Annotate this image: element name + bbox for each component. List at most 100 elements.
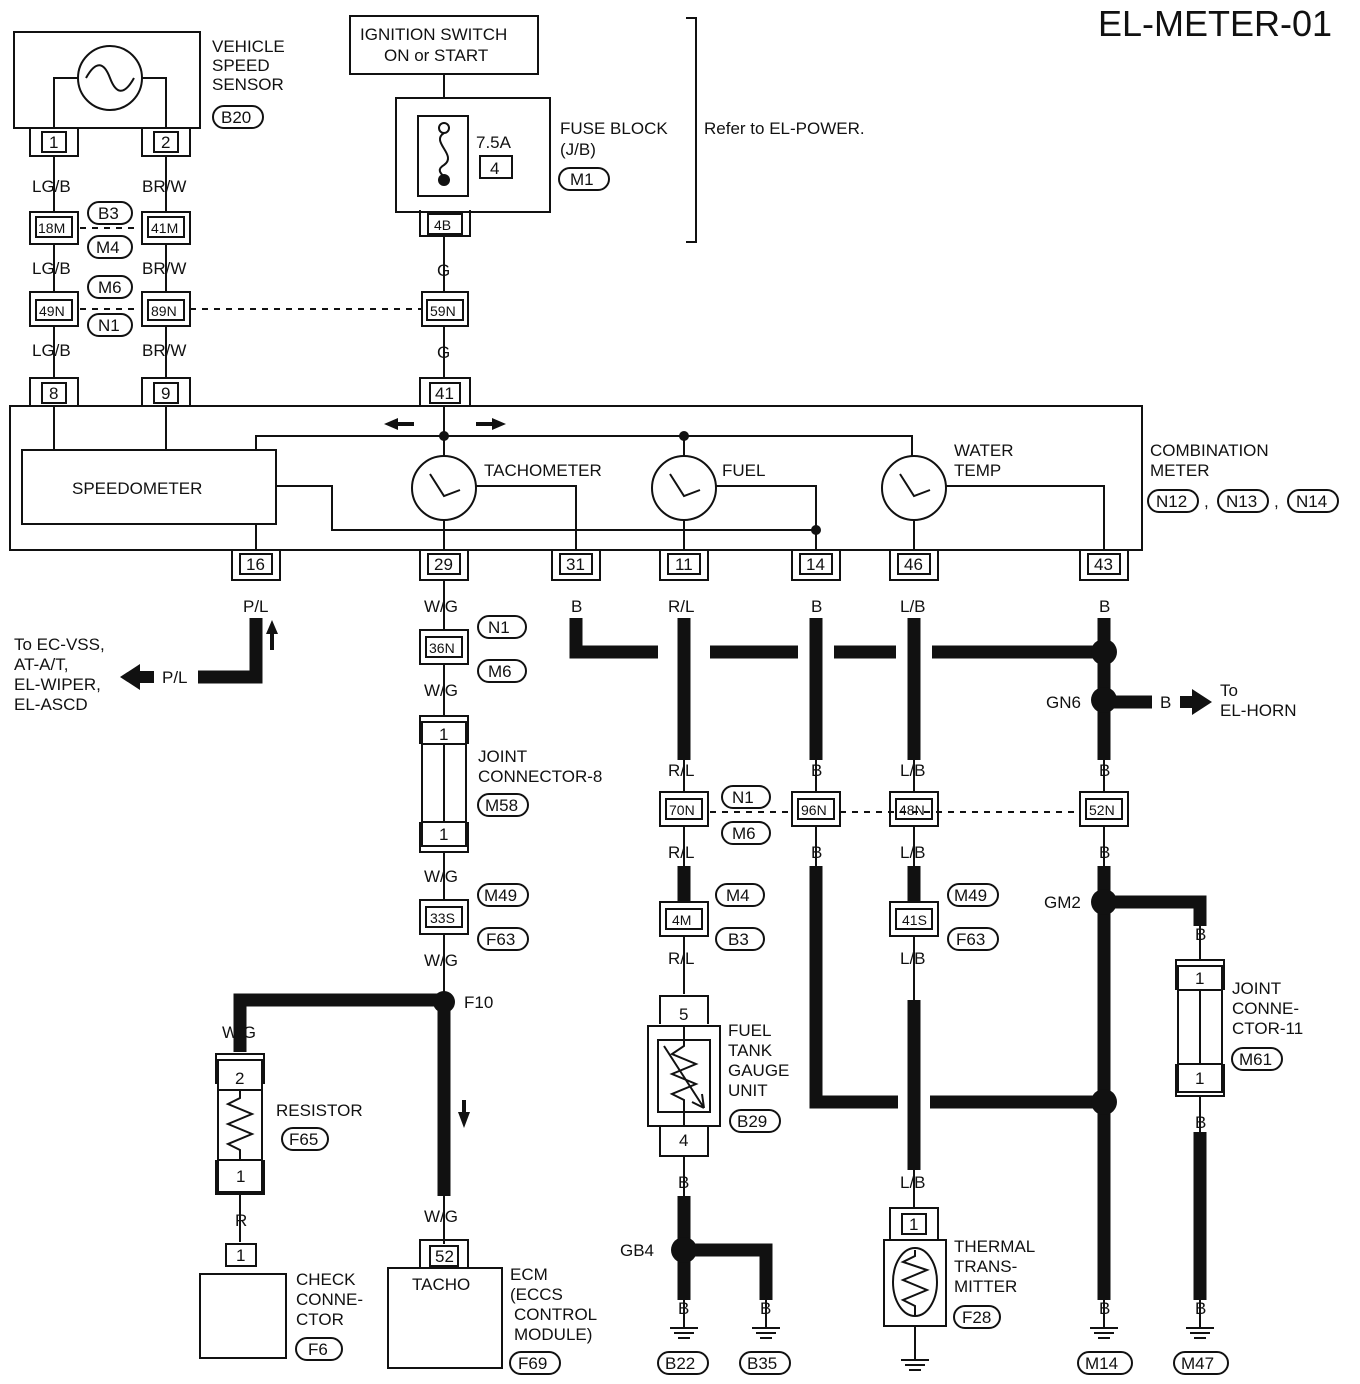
to-label-1: To EC-VSS, <box>14 635 105 654</box>
pill-b35 <box>739 1351 791 1375</box>
conn-41s-box <box>895 908 933 930</box>
meter-pin-9: 9 <box>161 384 170 403</box>
check-conn-pin: 1 <box>236 1246 245 1265</box>
wire-gb4-b35 <box>688 1243 773 1300</box>
pill-b3 <box>87 201 133 225</box>
resistor-pin1: 1 <box>236 1167 245 1186</box>
power-bracket <box>686 17 697 243</box>
wire-pl <box>198 618 263 684</box>
wire-lb-label-5: L/B <box>900 1173 926 1192</box>
vss-lead-right <box>142 77 167 128</box>
ignition-switch-box <box>349 15 539 75</box>
to-horn-label-2: EL-HORN <box>1220 701 1297 720</box>
wire-rl-label-2: R/L <box>668 761 694 780</box>
pill-n1-fuel-text: N1 <box>732 788 754 807</box>
pill-m49-tacho-text: M49 <box>484 886 517 905</box>
ecm-pin-52: 52 <box>435 1247 454 1266</box>
wire-rl-label-1: R/L <box>668 597 694 616</box>
wire-lgb-label-2: LG/B <box>32 259 71 278</box>
thermal-pin-box <box>901 1213 927 1235</box>
pill-b3-fuel <box>715 927 765 951</box>
arrow-right-icon <box>476 418 506 430</box>
pill-f28-text: F28 <box>962 1308 991 1327</box>
gauge-pin4: 4 <box>679 1131 688 1150</box>
gauge-label-4: UNIT <box>728 1081 768 1100</box>
pill-f65 <box>281 1127 329 1151</box>
wire-ground-bus <box>569 618 658 659</box>
vss-pin2-box <box>153 131 179 153</box>
conn-33s: 33S <box>430 910 455 926</box>
wire-pl-label-2: P/L <box>162 668 188 687</box>
vss-label-2: SPEED <box>212 56 270 75</box>
pill-f28 <box>953 1305 1001 1329</box>
thermal-label-2: TRANS- <box>954 1257 1017 1276</box>
gauge-label-3: GAUGE <box>728 1061 789 1080</box>
tachometer-gauge-icon <box>411 455 477 521</box>
to-label-2: AT-A/T, <box>14 655 68 674</box>
pill-m6-fuel-text: M6 <box>732 824 756 843</box>
water-temp-gauge-icon <box>881 455 947 521</box>
meter-pin9-box <box>153 382 179 404</box>
vss-lead-left <box>53 77 78 128</box>
refer-el-power: Refer to EL-POWER. <box>704 119 865 138</box>
thermal-zigzag-icon <box>900 1250 930 1316</box>
pill-m61 <box>1231 1047 1283 1071</box>
splice-gb4-label: GB4 <box>620 1241 654 1260</box>
thermal-top-shell <box>889 1207 939 1240</box>
wire-b-jc11-label-2: B <box>1195 1113 1206 1132</box>
pill-m49-water-text: M49 <box>954 886 987 905</box>
splice-f10-label: F10 <box>464 993 493 1012</box>
meter-pin-46: 46 <box>904 555 923 574</box>
wire-lgb-label-3: LG/B <box>32 341 71 360</box>
wire-gm2-jc11 <box>1108 895 1207 926</box>
wire-brw-label-2: BR/W <box>142 259 186 278</box>
wire-lb-label-4: L/B <box>900 949 926 968</box>
fuse-terminal-top <box>438 122 450 134</box>
pill-f6 <box>295 1337 343 1361</box>
conn-33s-box <box>425 906 463 928</box>
fuel-needle <box>669 473 701 498</box>
ecm-pin-shell <box>419 1239 469 1268</box>
vss-pin2: 2 <box>161 133 170 152</box>
tachometer-needle <box>429 473 461 498</box>
ecm-label-1: ECM <box>510 1265 548 1284</box>
jc8-pin-bottom: 1 <box>439 825 448 844</box>
wire-b-31-label: B <box>571 597 582 616</box>
to-label-3: EL-WIPER, <box>14 675 101 694</box>
resistor-zigzag-icon <box>225 1090 255 1160</box>
water-temp-needle <box>899 473 931 498</box>
wire-wg-label-3: W/G <box>424 867 458 886</box>
ignition-label-1: IGNITION SWITCH <box>360 25 507 44</box>
jc8-pin-top: 1 <box>439 725 448 744</box>
combination-meter-label-1: COMBINATION <box>1150 441 1269 460</box>
pill-m6-fuel <box>721 821 771 845</box>
resistor-label: RESISTOR <box>276 1101 363 1120</box>
conn-96n-box <box>797 798 835 820</box>
junction-fuel <box>679 431 689 441</box>
pill-m6-tacho <box>477 659 527 683</box>
conn-18m: 18M <box>38 220 65 236</box>
thermal-pin1: 1 <box>909 1215 918 1234</box>
fuse-block-conn: M1 <box>570 170 594 189</box>
jc11-label-3: CTOR-11 <box>1232 1019 1303 1038</box>
wire-b-14-3 <box>809 866 898 1109</box>
junction-41 <box>439 431 449 441</box>
wire-lgb-label-1: LG/B <box>32 177 71 196</box>
meter-pin-8: 8 <box>49 384 58 403</box>
tachometer-label: TACHOMETER <box>484 461 602 480</box>
wire-b-gauge-label: B <box>678 1173 689 1192</box>
wire-wg-label-4: W/G <box>424 951 458 970</box>
terminal-4b-box <box>427 213 463 235</box>
wire-wg-label-5: W/G <box>222 1023 256 1042</box>
wire-r-label: R <box>235 1211 247 1230</box>
pill-m6-tacho-text: M6 <box>488 662 512 681</box>
fuse-rating: 7.5A <box>476 133 512 152</box>
ecm-label-2: (ECCS <box>510 1285 563 1304</box>
jc11-label-1: JOINT <box>1232 979 1281 998</box>
wire-rl-label-4: R/L <box>668 949 694 968</box>
vss-label-3: SENSOR <box>212 75 284 94</box>
wire-b-14-label-2: B <box>811 761 822 780</box>
conn-59n: 59N <box>430 303 456 319</box>
gauge-pin5: 5 <box>679 1005 688 1024</box>
junction-14 <box>811 525 821 535</box>
